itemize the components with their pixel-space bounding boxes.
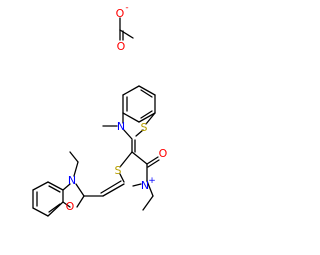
benzothiazole-benzene-ring bbox=[122, 85, 156, 123]
carbonyl-bond bbox=[146, 156, 159, 165]
chemical-structure: O - O S N S O N + N O bbox=[32, 3, 168, 217]
acetate-bond-methyl bbox=[119, 29, 134, 39]
atom-o-minus: O bbox=[116, 7, 125, 20]
benzothiazole-thiazole-ring bbox=[102, 112, 156, 140]
n-ethyl-bond-1 bbox=[146, 180, 154, 197]
charge-minus: - bbox=[125, 3, 128, 13]
atom-s-benzothiazole: S bbox=[141, 121, 148, 134]
methine-bridge bbox=[83, 180, 125, 197]
atom-o-carbonyl-acetate: O bbox=[117, 40, 126, 53]
n-ethyl-bond-3 bbox=[73, 161, 79, 177]
atom-n-thiazolium: N bbox=[141, 179, 149, 192]
structure-canvas: O - O S N S O N + N O bbox=[32, 3, 168, 217]
benzoxazole-benzene-ring bbox=[32, 181, 64, 217]
atom-n-benzothiazole: N bbox=[117, 120, 125, 133]
carbonyl-bond-double bbox=[147, 159, 160, 168]
n-ethyl-bond-4 bbox=[69, 151, 79, 163]
exocyclic-double-bond bbox=[131, 139, 136, 153]
n-ethyl-bond-2 bbox=[142, 195, 154, 211]
atom-o-thiazolium: O bbox=[159, 147, 168, 160]
atom-n-benzoxazole: N bbox=[68, 174, 76, 187]
atom-o-benzoxazole: O bbox=[66, 200, 75, 213]
atom-s-thiazolium: S bbox=[115, 164, 122, 177]
benzoxazole-oxazole-ring bbox=[62, 151, 85, 208]
thiazolium-ring bbox=[119, 151, 160, 211]
charge-plus: + bbox=[148, 176, 156, 186]
acetate-ion bbox=[119, 17, 134, 41]
